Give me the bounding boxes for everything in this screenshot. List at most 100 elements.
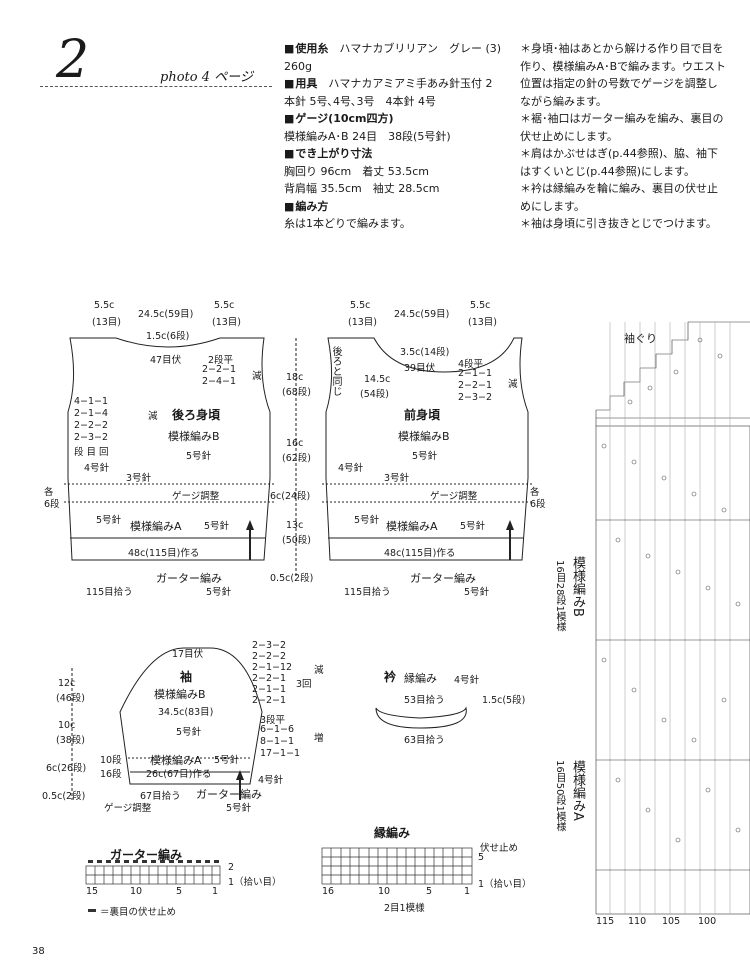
sleeve-width: 34.5c(83目) [158, 707, 214, 718]
collar-bottom-pickup: 63目拾う [404, 735, 445, 746]
front-neck-dec-mark: 減 [508, 379, 518, 390]
note-line: はすくいとじ(p.44参照)にします。 [520, 164, 695, 178]
edge-chart-repeat: 2目1模様 [384, 903, 425, 914]
edge-chart-grid [321, 847, 473, 885]
stitch-chart-grid [595, 321, 750, 915]
front-title: 前身頃 [404, 408, 441, 422]
back-needle-5b: 5号針 [96, 515, 122, 526]
sleeve-inc-1: 3段平 [260, 715, 286, 726]
front-neck-dec-3: 2−2−1 [458, 380, 493, 391]
note-line: ながら編みます。 [520, 94, 607, 108]
back-arm-mark: 減 [148, 411, 158, 422]
note-line: ＊袖は身頃に引き抜きとじでつけます。 [520, 217, 717, 230]
sleeve-height-4: 0.5c(2段) [42, 791, 86, 802]
edge-chart-col-16: 16 [322, 886, 335, 897]
front-same-as-back: 後ろと同じ [330, 346, 341, 396]
back-arm-4: 2−3−2 [74, 432, 109, 443]
back-top-width: 24.5c(59目) [138, 309, 194, 320]
sleeve-gauge-adjust: ゲージ調整 [104, 803, 152, 814]
yarn-weight: 260g [284, 59, 312, 73]
front-neck-depth: 14.5c [364, 374, 391, 385]
back-neck-dec-3: 2−4−1 [202, 376, 237, 387]
garter-chart-col-10: 10 [130, 886, 143, 897]
garter-chart-col-1: 1 [212, 886, 219, 897]
front-cast-on: 48c(115目)作る [384, 548, 456, 559]
front-garter: ガーター編み [410, 572, 476, 585]
sleeve-title: 袖 [180, 670, 193, 684]
front-body-outline [325, 337, 529, 561]
back-cast-on: 48c(115目)作る [128, 548, 200, 559]
front-pickup: 115目拾う [344, 587, 391, 598]
back-needle-3: 3号針 [126, 473, 152, 484]
notes-block: ＊身頃･袖はあとから解ける作り目で目を 作り、模様編みA･Bで編みます。ウエスト… [520, 40, 750, 233]
center-height-5: 0.5c(2段) [270, 573, 314, 584]
sleeve-pattern-a: 模様編みA [150, 754, 202, 767]
front-shoulder-right: 5.5c [470, 300, 491, 311]
front-side-rows: 6段 [530, 499, 546, 510]
back-side-rows: 6段 [44, 499, 60, 510]
center-height-1: 18c [286, 372, 304, 383]
note-line: ＊裾･袖口はガーター編みを編み、裏目の [520, 112, 724, 125]
center-height-2-rows: (62段) [282, 453, 312, 464]
gauge-text: 模様編みA･B 24目 38段(5号針) [284, 129, 451, 143]
center-height-3: 6c(24段) [270, 491, 311, 502]
back-side-each: 各 [44, 487, 54, 498]
stitch-chart-section-b-note: 16目28段1模様 [554, 560, 565, 632]
front-neck-depth-rows: (54段) [360, 389, 390, 400]
sleeve-rows-16: 16段 [100, 769, 122, 780]
sleeve-height-3: 6c(26段) [46, 763, 87, 774]
edge-chart-bind-off: 伏せ止め [480, 843, 519, 854]
stitch-chart-section-b: 模様編みB [570, 556, 585, 617]
note-line: ＊肩はかぶせはぎ(p.44参照)、脇、袖下 [520, 147, 719, 160]
garter-chart-col-15: 15 [86, 886, 99, 897]
front-top-width: 24.5c(59目) [394, 309, 450, 320]
sleeve-cap-2: 2−2−2 [252, 651, 287, 662]
front-shoulder-left: 5.5c [350, 300, 371, 311]
sleeve-cap-3: 2−1−12 [252, 662, 293, 673]
center-height-4: 13c [286, 520, 304, 531]
materials-block: 使用糸 ハマナカブリリアン グレー (3) 260g 用具 ハマナカアミアミ手あ… [284, 40, 516, 233]
sleeve-top-bind: 17目伏 [172, 649, 204, 660]
garter-chart-row-2: 2 [228, 862, 235, 873]
back-arm-2: 2−1−4 [74, 408, 109, 419]
sleeve-height-1-rows: (46段) [56, 693, 86, 704]
tools-text-2: 本針 5号､4号､3号 4本針 4号 [284, 94, 436, 108]
edge-chart-rows: 5 [478, 852, 485, 863]
stitch-chart-col-105: 105 [662, 916, 681, 927]
back-shoulder-right-sts: (13目) [212, 317, 242, 328]
stitch-chart-title: 袖ぐり [624, 332, 657, 345]
gauge-heading: ゲージ(10cm四方) [284, 110, 516, 128]
edge-chart-col-1: 1 [464, 886, 471, 897]
size-text-2: 背肩幅 35.5cm 袖丈 28.5cm [284, 182, 440, 195]
sleeve-cap-mark: 減 [314, 665, 324, 676]
edge-chart-col-5: 5 [426, 886, 433, 897]
front-pattern-a: 模様編みA [386, 520, 438, 533]
back-shoulder-left-sts: (13目) [92, 317, 122, 328]
front-neck-dec-2: 2−1−1 [458, 368, 493, 379]
back-garter-needle: 5号針 [206, 587, 232, 598]
sleeve-pickup: 67目拾う [140, 791, 181, 802]
sleeve-garter-needle: 5号針 [226, 803, 252, 814]
center-height-2: 16c [286, 438, 304, 449]
back-needle-4: 4号針 [84, 463, 110, 474]
front-gauge-adjust: ゲージ調整 [430, 491, 478, 502]
sleeve-garter: ガーター編み [196, 788, 262, 801]
collar-pattern: 縁編み [404, 672, 437, 685]
edge-chart-title: 縁編み [374, 826, 411, 840]
stitch-chart-symbols [601, 337, 741, 843]
sleeve-needle-4: 4号針 [258, 775, 284, 786]
front-needle-4: 4号針 [338, 463, 364, 474]
size-text-1: 胸回り 96cm 着丈 53.5cm [284, 164, 430, 178]
sleeve-inc-2: 6−1−6 [260, 724, 295, 735]
note-line: ＊身頃･袖はあとから解ける作り目で目を [520, 42, 724, 55]
header-rule [40, 86, 272, 87]
sleeve-cap-4: 2−2−1 [252, 673, 287, 684]
collar-height: 1.5c(5段) [482, 695, 526, 706]
yarn-text: ハマナカブリリアン グレー (3) [339, 42, 502, 55]
front-side-each: 各 [530, 487, 540, 498]
stitch-chart-col-110: 110 [628, 916, 647, 927]
garter-chart-pickup: 1（拾い目） [228, 877, 282, 888]
front-pattern-a-needle: 5号針 [460, 521, 486, 532]
back-arm-1: 4−1−1 [74, 396, 109, 407]
